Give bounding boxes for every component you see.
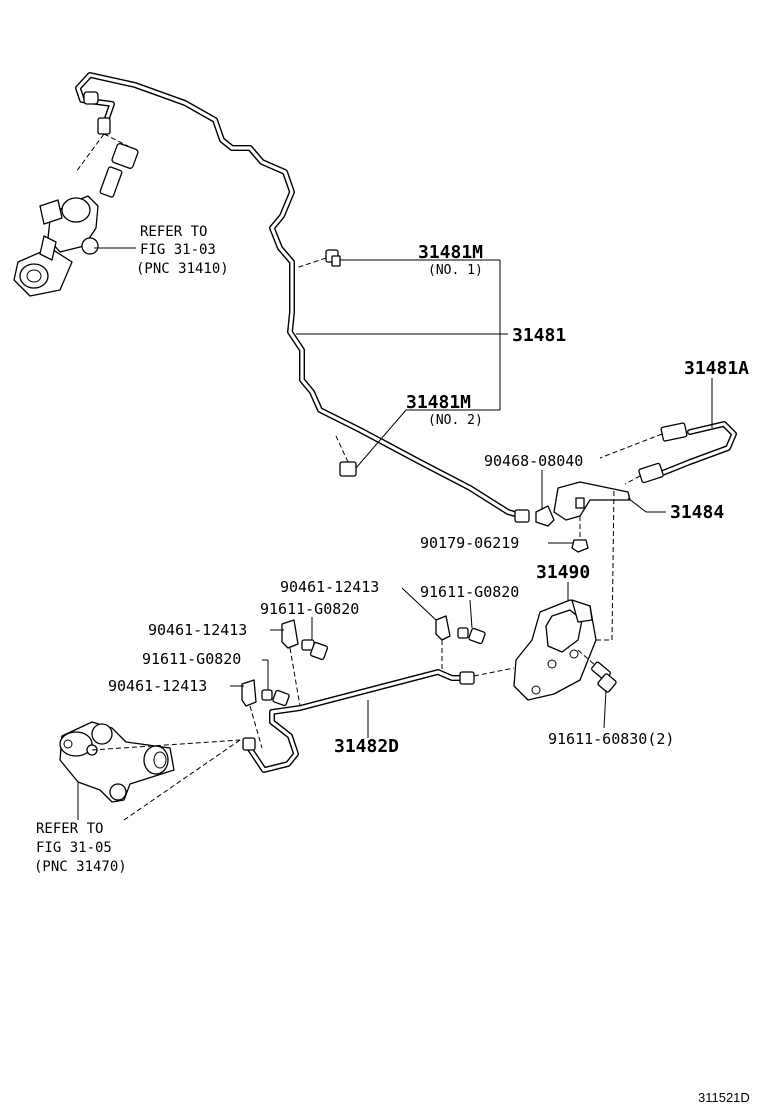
label-31481A: 31481A <box>684 358 749 379</box>
label-91611-60830: 91611-60830(2) <box>548 730 674 748</box>
clip-31481M-no1 <box>296 250 340 268</box>
label-91611-G0820-a: 91611-G0820 <box>420 583 519 601</box>
clip-31481M-no2 <box>336 436 356 476</box>
ref-top-line3: (PNC 31410) <box>136 261 229 277</box>
label-90468-08040: 90468-08040 <box>484 452 583 470</box>
label-90461-12413-b: 90461-12413 <box>148 621 247 639</box>
release-cylinder-assembly <box>60 722 240 802</box>
clamp-set-middle <box>282 620 328 706</box>
clamp-set-upper-right <box>436 616 486 672</box>
flexible-hose-31481A <box>600 423 734 484</box>
bracket-assembly-31490 <box>514 488 617 700</box>
ref-bottom-line2: FIG 31-05 <box>36 840 112 856</box>
master-cylinder-assembly <box>14 118 139 296</box>
reference-note-top: REFER TO FIG 31-03 (PNC 31410) <box>136 224 229 277</box>
reference-note-bottom: REFER TO FIG 31-05 (PNC 31470) <box>34 821 127 875</box>
ref-top-line1: REFER TO <box>140 224 207 240</box>
label-91611-G0820-b: 91611-G0820 <box>260 600 359 618</box>
clamp-set-left <box>242 680 290 748</box>
leader-lines <box>78 248 712 820</box>
label-31481M-no1: 31481M <box>418 242 483 263</box>
label-31481: 31481 <box>512 325 566 346</box>
ref-bottom-line3: (PNC 31470) <box>34 859 127 875</box>
clutch-pipe-31482D <box>243 668 514 770</box>
label-91611-G0820-c: 91611-G0820 <box>142 650 241 668</box>
label-31490: 31490 <box>536 562 590 583</box>
label-31481M-no1-sub: (NO. 1) <box>428 263 483 278</box>
label-31484: 31484 <box>670 502 724 523</box>
clutch-pipe-31481 <box>78 75 529 522</box>
part-labels: 31481M (NO. 1) 31481 31481M (NO. 2) 3148… <box>108 242 749 757</box>
label-31482D: 31482D <box>334 736 399 757</box>
ref-bottom-line1: REFER TO <box>36 821 103 837</box>
label-90179-06219: 90179-06219 <box>420 534 519 552</box>
label-31481M-no2: 31481M <box>406 392 471 413</box>
figure-code: 311521D <box>698 1090 750 1105</box>
label-31481M-no2-sub: (NO. 2) <box>428 413 483 428</box>
ref-top-line2: FIG 31-03 <box>140 242 216 258</box>
bracket-31484 <box>536 482 630 552</box>
label-90461-12413-a: 90461-12413 <box>280 578 379 596</box>
label-90461-12413-c: 90461-12413 <box>108 677 207 695</box>
